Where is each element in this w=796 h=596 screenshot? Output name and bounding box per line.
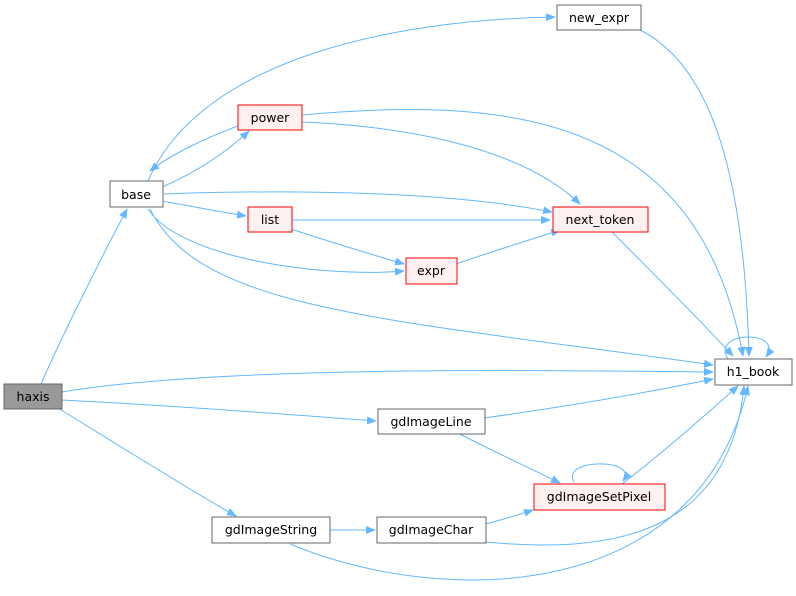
edge-base-h1_book [149, 208, 714, 368]
edge-power-base [149, 125, 239, 172]
node-list[interactable]: list [247, 206, 293, 233]
node-gdImageChar[interactable]: gdImageChar [376, 516, 487, 544]
node-gdImageSetPixel[interactable]: gdImageSetPixel [533, 483, 666, 511]
node-label-gdImageString: gdImageString [225, 522, 317, 537]
node-label-list: list [261, 212, 279, 227]
edge-power-next_token [301, 121, 581, 205]
node-gdImageString[interactable]: gdImageString [211, 516, 331, 544]
node-label-gdImageChar: gdImageChar [389, 522, 474, 537]
node-label-gdImageLine: gdImageLine [390, 414, 471, 429]
edge-haxis-base [40, 208, 128, 385]
edge-base-expr [147, 208, 405, 276]
edge-gdImageSetPixel-h1_book [621, 385, 739, 485]
node-label-h1_book: h1_book [727, 364, 780, 379]
node-label-new_expr: new_expr [569, 10, 630, 25]
edge-gdImageLine-h1_book [483, 376, 714, 419]
node-label-haxis: haxis [17, 389, 50, 404]
node-expr[interactable]: expr [405, 257, 458, 285]
edge-haxis-gdImageLine [61, 399, 377, 425]
edge-gdImageString-h1_book [289, 385, 750, 581]
edge-expr-next_token [455, 229, 561, 265]
edge-haxis-gdImageString [57, 407, 237, 517]
node-label-gdImageSetPixel: gdImageSetPixel [547, 489, 651, 504]
edge-base-list [161, 200, 247, 219]
edge-gdImageSetPixel-gdImageSetPixel [571, 463, 632, 483]
edge-haxis-h1_book [61, 367, 714, 393]
edge-list-expr [287, 227, 405, 266]
node-next_token[interactable]: next_token [552, 206, 649, 233]
edge-h1_book-h1_book [724, 336, 775, 360]
edge-power-h1_book [301, 109, 746, 357]
node-power[interactable]: power [237, 104, 303, 131]
node-label-next_token: next_token [566, 212, 635, 227]
node-haxis[interactable]: haxis [3, 383, 63, 410]
node-h1_book[interactable]: h1_book [714, 358, 793, 386]
node-label-power: power [251, 110, 290, 125]
edge-base-new_expr [147, 13, 556, 182]
node-base[interactable]: base [109, 180, 164, 208]
node-label-expr: expr [417, 263, 446, 278]
node-new_expr[interactable]: new_expr [556, 4, 642, 31]
edges [40, 13, 775, 581]
edge-next_token-h1_book [611, 231, 734, 357]
edge-gdImageChar-h1_book [485, 385, 748, 546]
node-gdImageLine[interactable]: gdImageLine [377, 408, 486, 435]
node-label-base: base [121, 187, 151, 202]
edge-base-power [161, 130, 250, 188]
edge-new_expr-h1_book [639, 29, 753, 357]
edge-gdImageLine-gdImageSetPixel [455, 431, 561, 484]
nodes: haxis base new_expr power list next_toke… [3, 4, 793, 544]
edge-base-next_token [163, 191, 553, 215]
edge-gdImageChar-gdImageSetPixel [485, 509, 534, 525]
